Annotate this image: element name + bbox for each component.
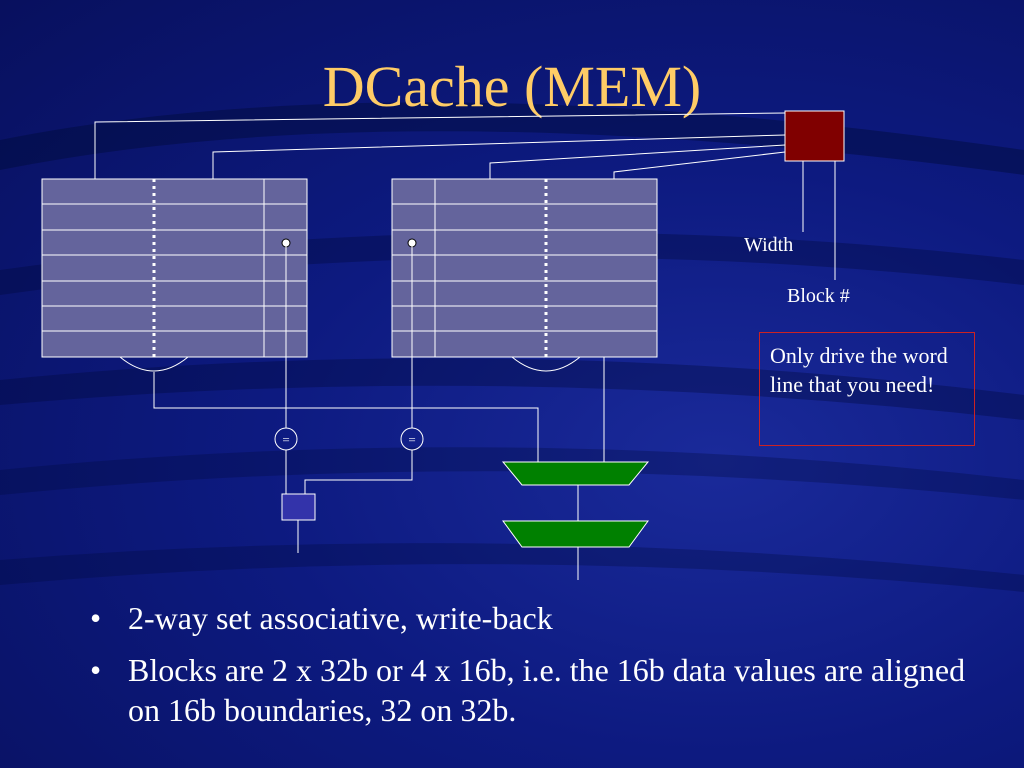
register-wires	[94, 112, 836, 280]
left-comparator-label: =	[282, 432, 289, 447]
left-cache-array	[41, 178, 308, 372]
width-label: Width	[744, 234, 793, 256]
bullet-icon: •	[90, 652, 102, 688]
bullet-list: • 2-way set associative, write-back • Bloc…	[90, 598, 970, 742]
right-comparator-label: =	[408, 432, 415, 447]
slide-title: DCache (MEM)	[322, 54, 702, 119]
right-comparator: =	[400, 427, 424, 451]
left-comparator: =	[274, 427, 298, 451]
way-mux	[501, 461, 650, 486]
bullet-item: • Blocks are 2 x 32b or 4 x 16b, i.e. the…	[90, 650, 970, 730]
bullet-icon: •	[90, 600, 102, 636]
bullet-text: 2-way set associative, write-back	[128, 600, 553, 636]
block-number-label: Block #	[787, 285, 850, 307]
control-register	[784, 110, 845, 162]
bullet-text: Blocks are 2 x 32b or 4 x 16b, i.e. the …	[128, 652, 966, 728]
bullet-item: • 2-way set associative, write-back	[90, 598, 970, 638]
word-mux	[502, 520, 649, 548]
note-box: Only drive the word line that you need!	[759, 332, 975, 446]
note-text: Only drive the word line that you need!	[770, 343, 948, 397]
right-cache-array	[391, 178, 658, 372]
data-wires	[153, 243, 605, 580]
way-select-block	[281, 493, 316, 521]
